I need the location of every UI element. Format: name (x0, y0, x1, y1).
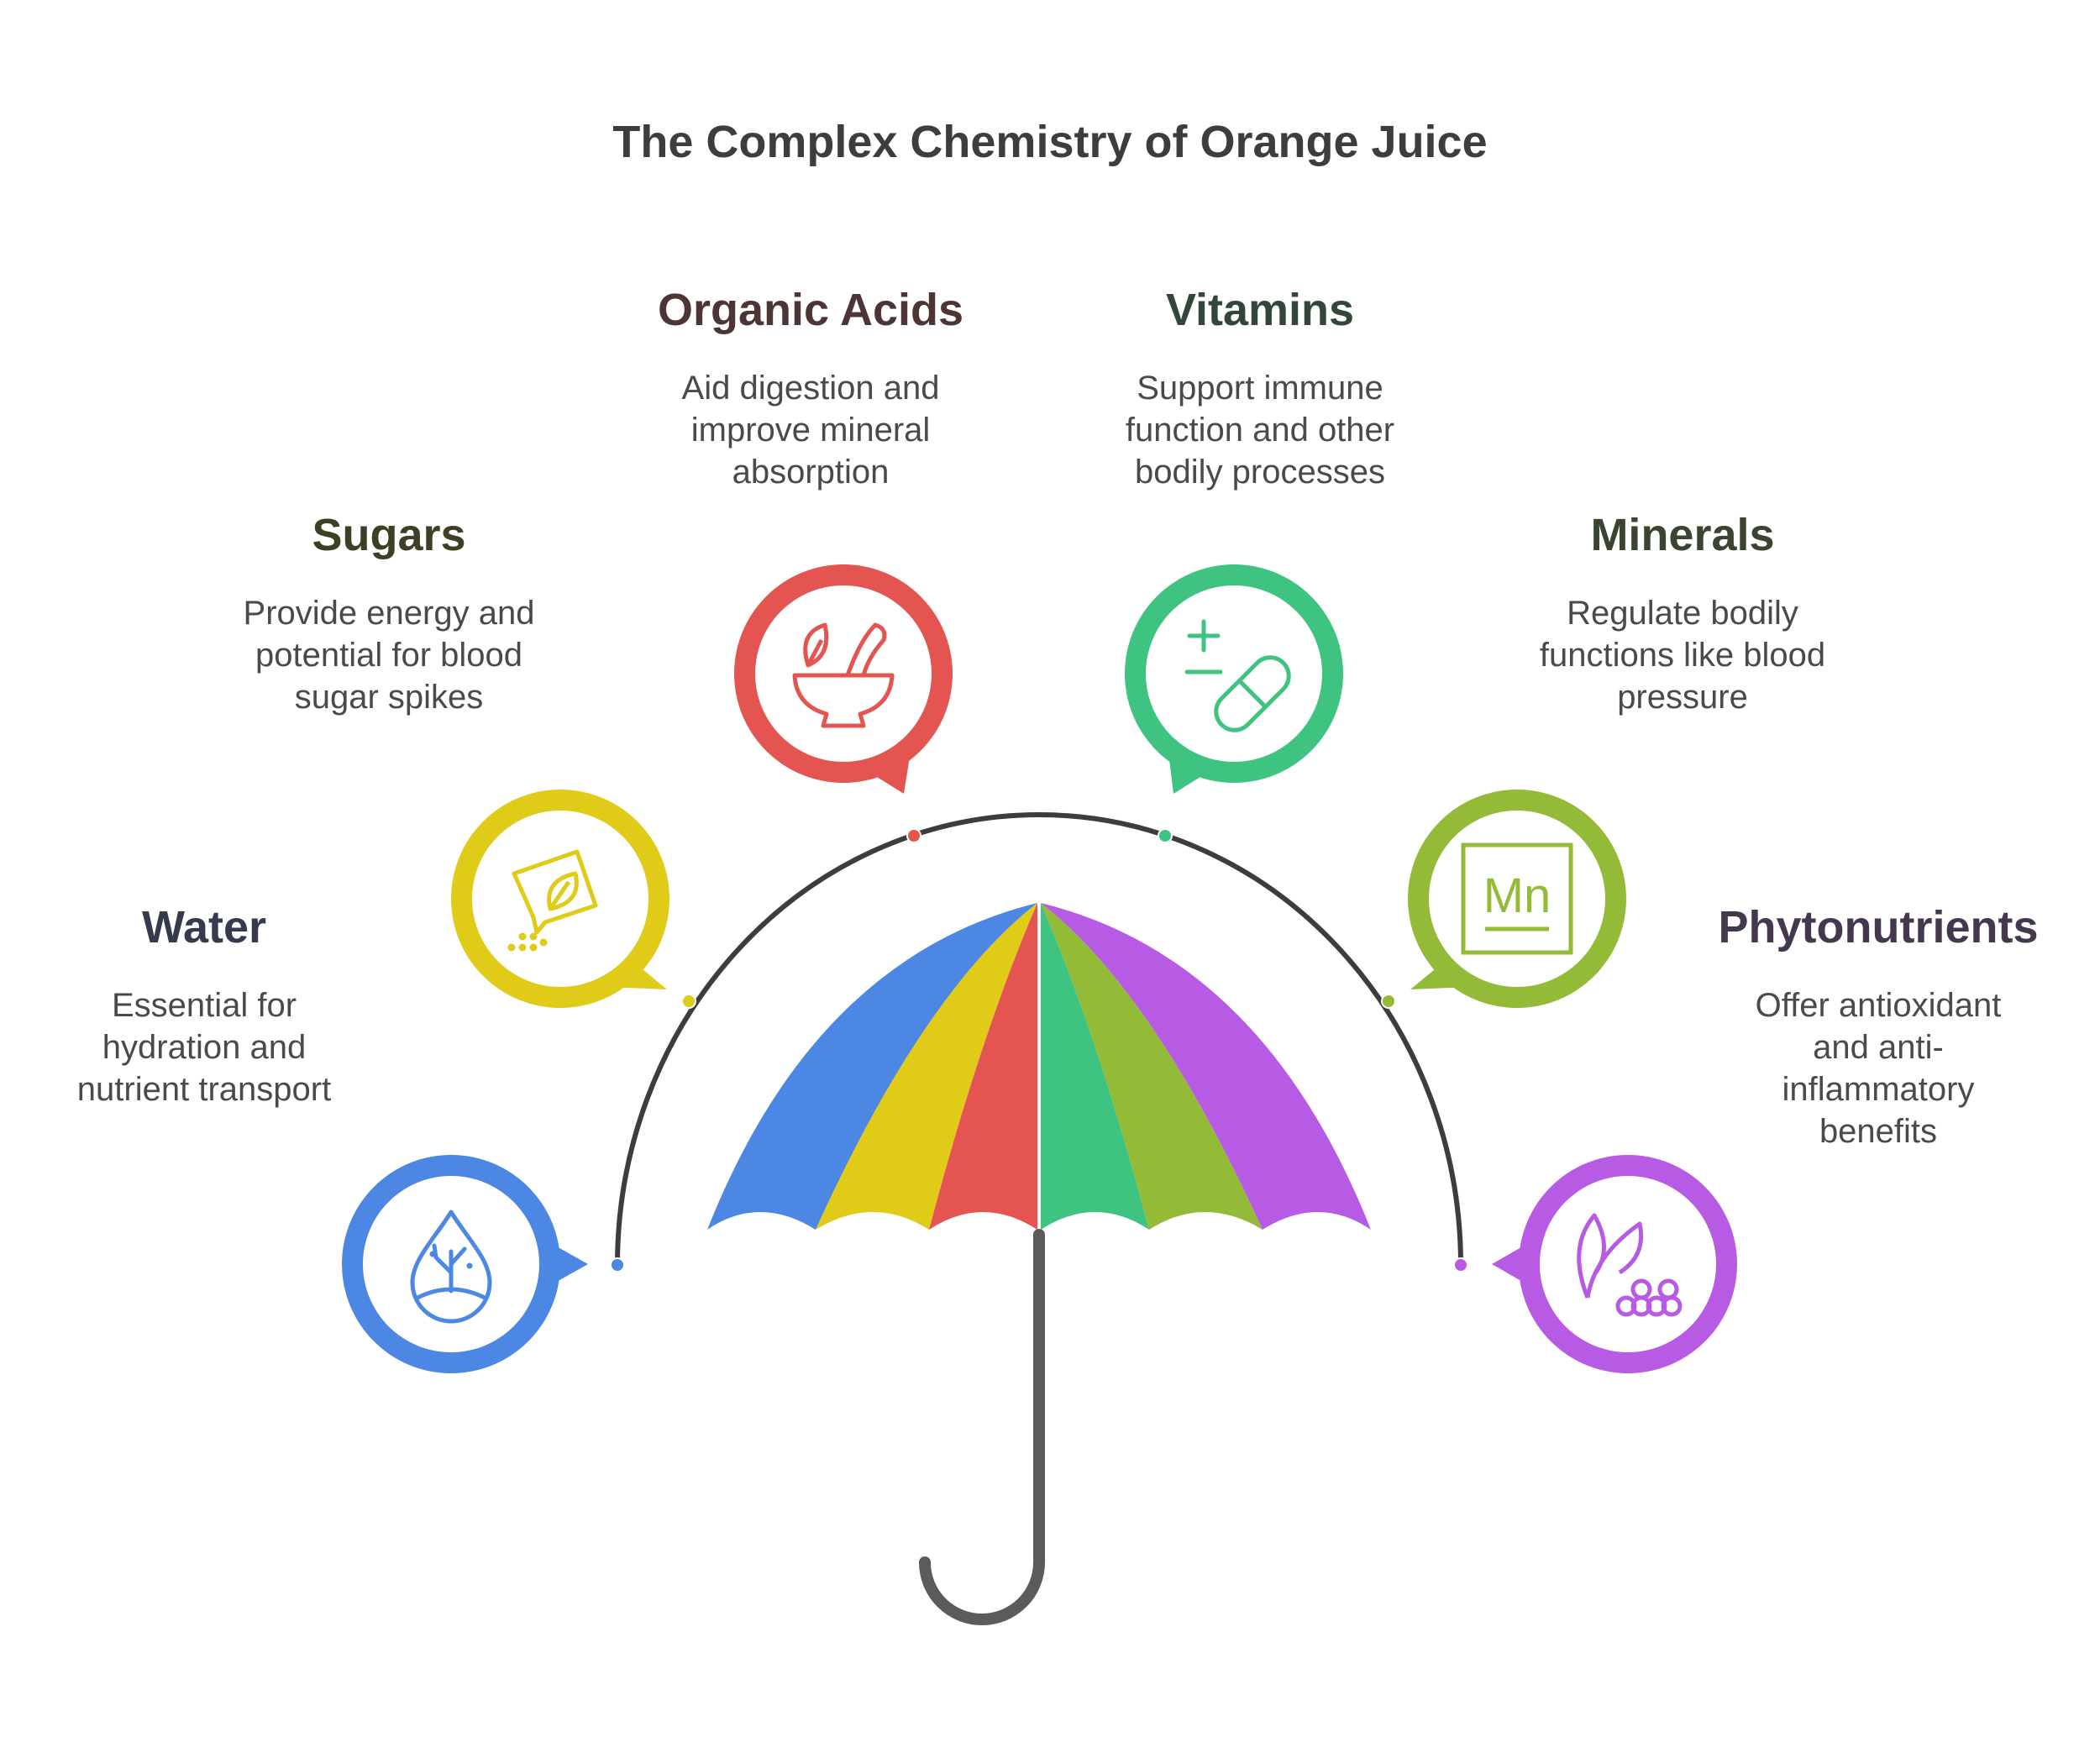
item-description: Essential for hydration and nutrient tra… (76, 987, 332, 1108)
item-title: Water (141, 902, 267, 952)
umbrella-canopy (707, 903, 1371, 1230)
mortar-pestle-leaf-icon (792, 622, 895, 728)
umbrella-handle (919, 1229, 1045, 1625)
item-description: Aid digestion and improve mineral absorp… (681, 370, 940, 491)
bubble-phytonutrients (1492, 1155, 1737, 1373)
bubble-water (342, 1155, 588, 1373)
item-description: Regulate bodily functions like blood pre… (1539, 595, 1826, 716)
arc-marker-phytonutrients (1453, 1257, 1468, 1273)
arc-marker-organic-acids (906, 828, 921, 843)
mn-element-icon: Mn (1461, 842, 1573, 955)
item-description: Offer antioxidant and anti-inflammatory … (1755, 987, 2002, 1150)
arc-marker-minerals (1381, 994, 1396, 1009)
arc-marker-vitamins (1158, 828, 1173, 843)
canopy-panel-minerals (1041, 903, 1263, 1230)
arc-marker-water (610, 1257, 625, 1273)
bubble-organic-acids (734, 564, 953, 794)
bubble-minerals: Mn (1408, 790, 1626, 1008)
item-description: Support immune function and other bodily… (1125, 370, 1395, 491)
item-title: Vitamins (1165, 285, 1355, 335)
canopy-panel-vitamins (1041, 903, 1149, 1230)
outer-arc (615, 812, 1463, 1266)
page-title: The Complex Chemistry of Orange Juice (612, 117, 1488, 167)
bubble-sugars (451, 790, 669, 1008)
canopy-panel-water (707, 903, 1037, 1230)
arc-marker-sugars (681, 994, 696, 1009)
canopy-panel-sugars (816, 903, 1037, 1230)
bubble-vitamins (1125, 564, 1343, 794)
leaf-berries-icon (1577, 1213, 1683, 1317)
item-title: Sugars (312, 510, 466, 560)
water-drop-tree-icon (410, 1210, 492, 1324)
canopy-panel-organic-acids (929, 903, 1037, 1230)
item-title: Organic Acids (657, 285, 964, 335)
sugar-packet-icon (507, 849, 598, 952)
canopy-panel-phytonutrients (1041, 903, 1371, 1230)
plus-minus-pill-icon (1184, 619, 1291, 732)
svg-text:Mn: Mn (1483, 868, 1551, 923)
item-description: Provide energy and potential for blood s… (243, 595, 535, 716)
item-title: Phytonutrients (1718, 902, 2039, 952)
item-title: Minerals (1590, 510, 1775, 560)
